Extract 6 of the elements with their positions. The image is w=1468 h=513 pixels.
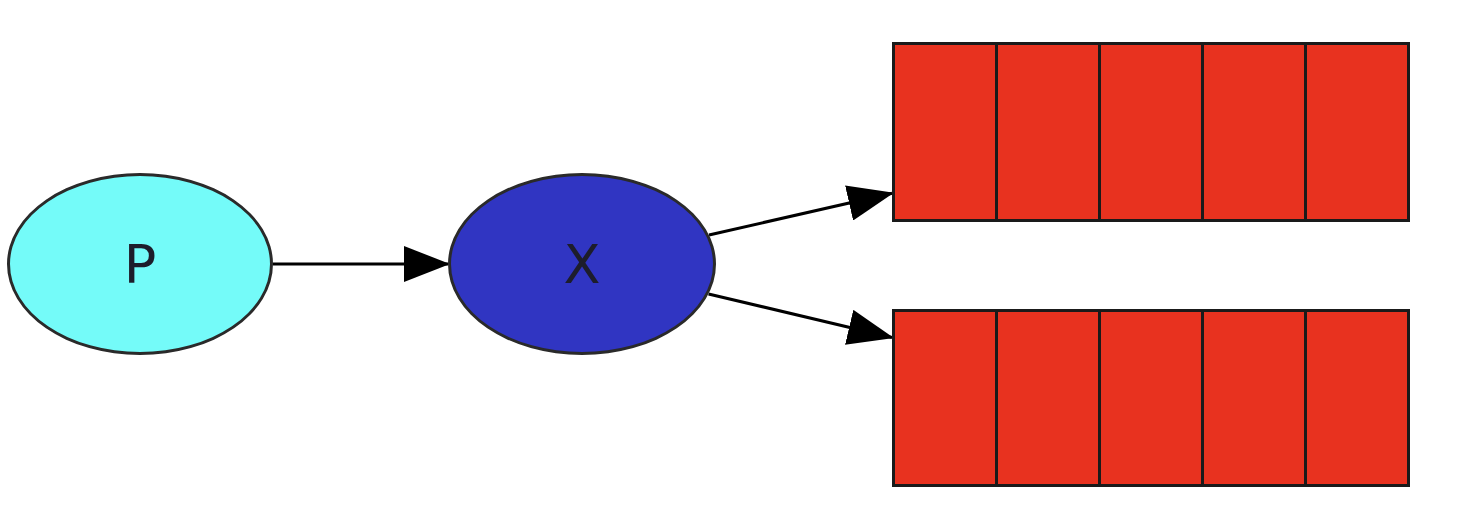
arrow bbox=[708, 292, 894, 345]
node-label: X bbox=[563, 232, 601, 296]
arrow bbox=[273, 246, 450, 282]
queue-box bbox=[892, 42, 1410, 222]
queue-box bbox=[892, 309, 1410, 487]
node-label: P bbox=[123, 232, 157, 296]
